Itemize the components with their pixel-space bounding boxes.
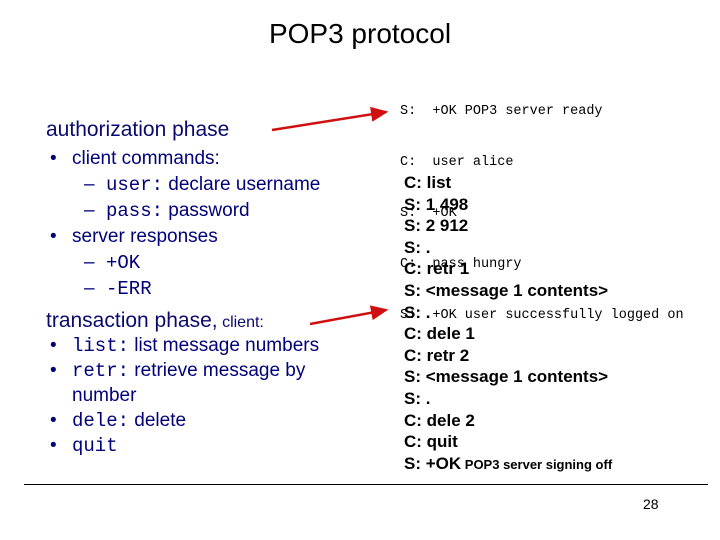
list-item: • list: list message numbers	[50, 335, 320, 357]
authorization-list: • client commands: – user: declare usern…	[50, 146, 350, 306]
dialog-line: S: +OK	[400, 206, 457, 221]
list-item: – -ERR	[84, 278, 152, 300]
transaction-heading: transaction phase, client:	[46, 309, 264, 332]
transcript-line: S: 1 498	[404, 194, 469, 214]
dialog-line: C: user alice	[400, 155, 514, 170]
dialog-line: C: pass hungry	[400, 257, 522, 272]
transcript-line: S: 2 912	[404, 216, 469, 236]
transcript-line: C: dele 2	[404, 410, 475, 430]
footer-divider	[24, 484, 708, 485]
transaction-arrow	[309, 305, 389, 326]
list-item: – user: declare username	[84, 174, 321, 196]
transcript-line: C: retr 1	[404, 259, 470, 279]
transcript-line: S: .	[404, 302, 431, 322]
list-item: number	[72, 385, 137, 406]
list-item: – +OK	[84, 252, 141, 274]
dialog-line: S: +OK user successfully logged on	[400, 308, 684, 323]
list-item: • dele: delete	[50, 410, 187, 432]
transcript-line: S: <message 1 contents>	[404, 367, 609, 387]
list-item: • quit	[50, 435, 118, 457]
transcript-line: C: retr 2	[404, 345, 470, 365]
authorization-dialog: S: +OK POP3 server ready C: user alice S…	[400, 69, 684, 341]
transaction-transcript: C: list S: 1 498 S: 2 912 S: . C: retr 1…	[404, 172, 612, 475]
page-number: 28	[643, 496, 659, 512]
authorization-heading: authorization phase	[46, 118, 230, 141]
transcript-line: S: +OK POP3 server signing off	[404, 453, 613, 473]
transcript-line: S: .	[404, 388, 431, 408]
list-item: • retr: retrieve message by	[50, 360, 306, 382]
transcript-line: C: list	[404, 173, 452, 192]
dialog-line: S: +OK POP3 server ready	[400, 104, 603, 119]
transcript-line: C: dele 1	[404, 324, 475, 344]
authorization-arrow	[271, 106, 389, 132]
transcript-line: S: <message 1 contents>	[404, 280, 609, 300]
list-item: • client commands:	[50, 148, 220, 169]
slide-title: POP3 protocol	[268, 18, 452, 49]
transaction-list: • list: list message numbers • retr: ret…	[50, 334, 350, 464]
transcript-line: S: .	[404, 237, 431, 257]
transcript-line: C: quit	[404, 432, 458, 452]
list-item: • server responses	[50, 226, 218, 247]
list-item: – pass: password	[84, 200, 250, 222]
